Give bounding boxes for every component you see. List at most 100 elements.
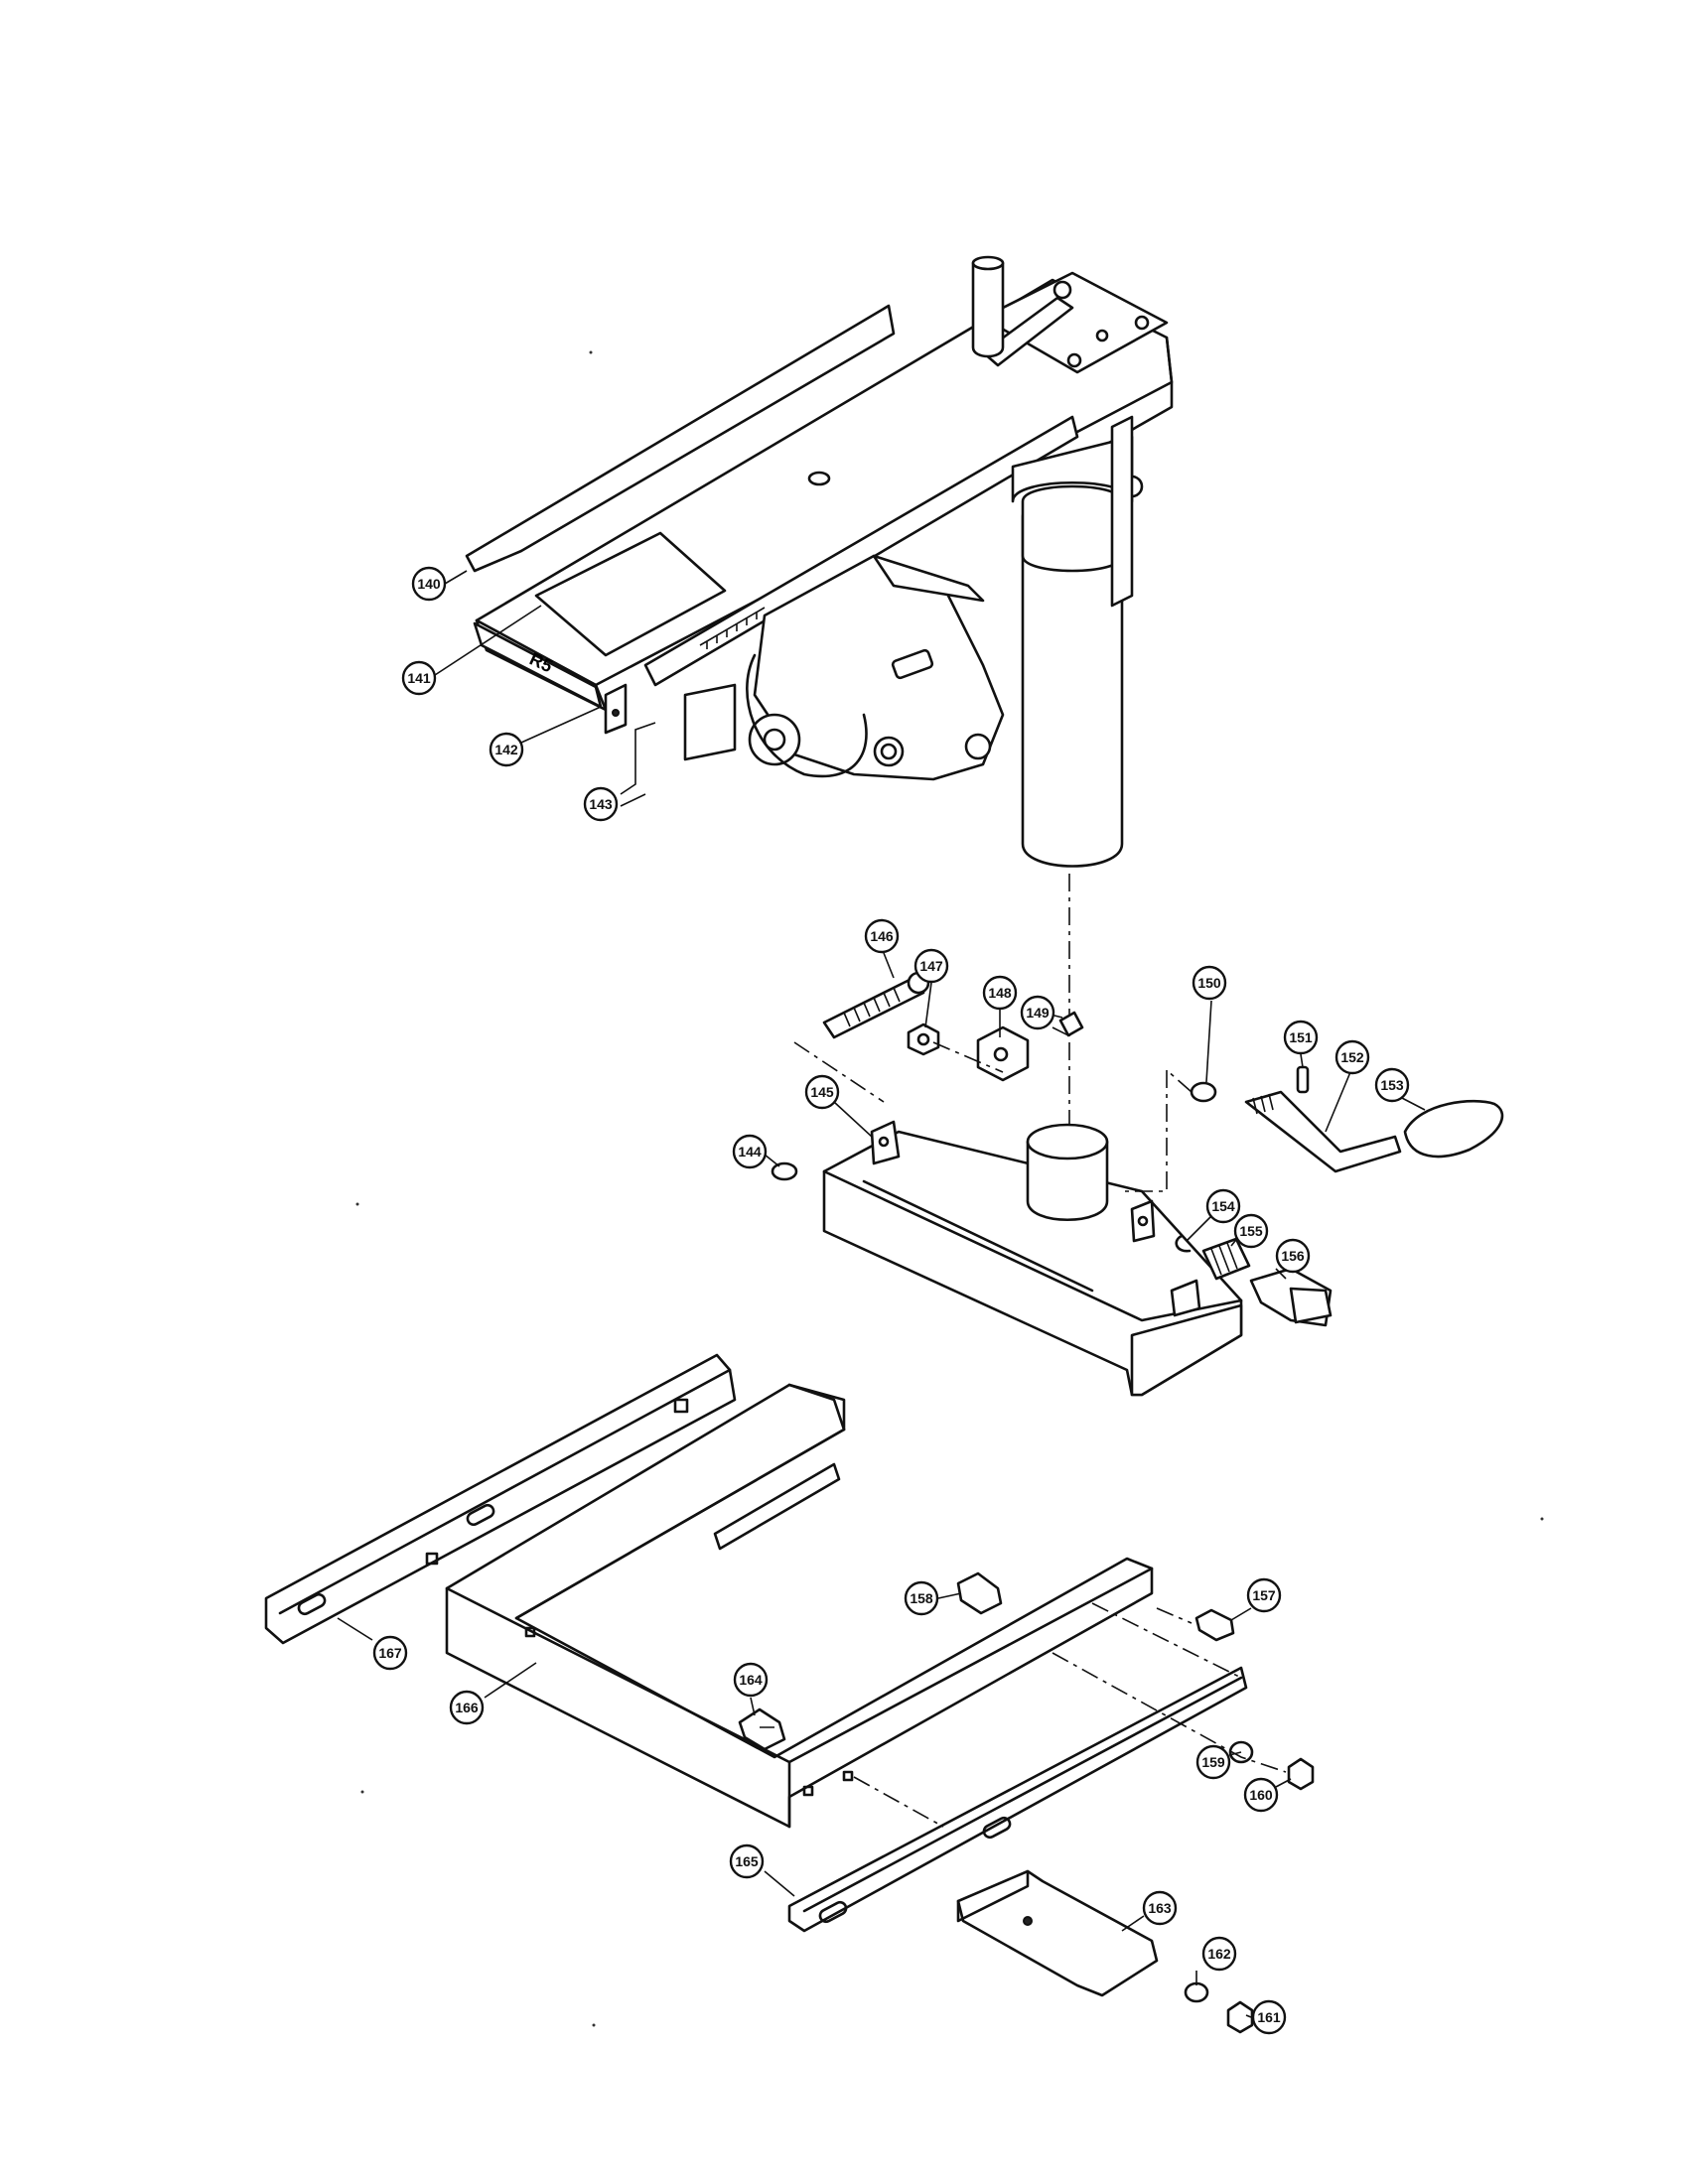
carriage-side-knob — [964, 733, 992, 760]
callout-143: 143 — [583, 786, 619, 822]
column-base-rib — [862, 1179, 1094, 1293]
svg-text:167: 167 — [378, 1645, 402, 1661]
svg-text:166: 166 — [455, 1700, 479, 1715]
base-ear-right-hole — [1137, 1215, 1149, 1227]
base-frame-assembly — [264, 1353, 1315, 2034]
u-frame-back — [787, 1383, 846, 1432]
u-frame-inner — [445, 1428, 1154, 1829]
screw-149 — [1058, 1011, 1084, 1037]
callout-153: 153 — [1374, 1067, 1410, 1103]
callout-156: 156 — [1275, 1238, 1311, 1274]
callout-144: 144 — [732, 1134, 768, 1169]
carriage-bracket — [872, 554, 985, 603]
svg-text:159: 159 — [1201, 1754, 1225, 1770]
svg-text:162: 162 — [1207, 1946, 1231, 1962]
top-plate-bolt-1 — [1052, 280, 1072, 300]
crank-rod-thread — [1252, 1093, 1274, 1115]
callout-141: 141 — [401, 660, 437, 696]
svg-text:147: 147 — [919, 958, 943, 974]
hex-nut-147 — [907, 1023, 940, 1056]
nut-161 — [1226, 2000, 1254, 2034]
left-rail-edge — [278, 1368, 732, 1615]
front-rail — [787, 1666, 1248, 1933]
svg-text:163: 163 — [1148, 1900, 1172, 1916]
column-base-top — [822, 1169, 1243, 1322]
svg-text:153: 153 — [1380, 1077, 1404, 1093]
callout-148: 148 — [982, 975, 1018, 1011]
elevation-crank-handle — [971, 261, 1005, 358]
svg-text:145: 145 — [810, 1084, 834, 1100]
callout-158: 158 — [904, 1580, 939, 1616]
arm-top-hole — [807, 471, 831, 486]
bolt-164 — [738, 1707, 786, 1751]
callout-160: 160 — [1243, 1777, 1279, 1813]
callout-167: 167 — [372, 1635, 408, 1671]
spring-155-coils — [1210, 1242, 1238, 1276]
left-rail-slot-1 — [297, 1592, 327, 1616]
front-rail-edge — [802, 1676, 1243, 1913]
pin-151 — [1296, 1065, 1310, 1094]
svg-text:164: 164 — [739, 1672, 763, 1688]
svg-text:158: 158 — [910, 1590, 933, 1606]
bevel-lock-knob — [748, 713, 801, 766]
u-frame-hole-2 — [802, 1785, 814, 1797]
base-ear-left-hole — [878, 1136, 890, 1148]
left-rail-hole-2 — [425, 1552, 439, 1566]
left-rail — [264, 1353, 737, 1645]
callout-145: 145 — [804, 1074, 840, 1110]
yoke-handle — [683, 683, 737, 761]
svg-text:146: 146 — [870, 928, 894, 944]
scan-specks — [355, 350, 1544, 2027]
washer-162 — [1184, 1981, 1209, 2003]
svg-text:165: 165 — [735, 1853, 759, 1869]
radial-arm-side — [1100, 336, 1174, 449]
bolt-157 — [1194, 1608, 1235, 1642]
retaining-clip — [1175, 1234, 1192, 1253]
arm-scale-strip — [643, 415, 1079, 687]
svg-text:149: 149 — [1026, 1005, 1050, 1021]
front-rail-slot-2 — [982, 1816, 1012, 1840]
mount-plate — [956, 1869, 1159, 1997]
callout-152: 152 — [1334, 1039, 1370, 1075]
callout-147: 147 — [913, 948, 949, 984]
column-base-foot — [1130, 1303, 1243, 1397]
column-collar — [1021, 484, 1124, 573]
base-ear-front — [1170, 1279, 1201, 1317]
callout-165: 165 — [729, 1843, 765, 1879]
callout-163: 163 — [1142, 1890, 1178, 1926]
callout-159: 159 — [1195, 1744, 1231, 1780]
svg-text:143: 143 — [589, 796, 613, 812]
bolt-158 — [956, 1571, 1003, 1615]
lock-bracket — [976, 1025, 1030, 1082]
column-socket-top — [1026, 1123, 1109, 1160]
yoke-curve — [746, 653, 868, 778]
callout-142: 142 — [489, 732, 524, 767]
carriage-knob-inner — [880, 743, 898, 760]
callout-150: 150 — [1192, 965, 1227, 1001]
column-base-assembly — [771, 971, 1504, 1397]
crank-rod — [1244, 1090, 1402, 1173]
svg-text:148: 148 — [988, 985, 1012, 1001]
radial-arm-assembly: R5 — [465, 255, 1174, 868]
svg-text:151: 151 — [1289, 1029, 1313, 1045]
left-rail-slot-2 — [466, 1503, 495, 1527]
callout-140: 140 — [411, 566, 447, 602]
bevel-lock-knob-inner — [763, 728, 786, 751]
callout-155: 155 — [1233, 1213, 1269, 1249]
arm-trim-strip — [465, 304, 896, 573]
column-top-plate — [981, 271, 1169, 374]
svg-text:157: 157 — [1252, 1587, 1276, 1603]
elevation-crank-arm — [981, 296, 1074, 367]
scale-ticks — [699, 607, 766, 649]
front-rail-slot-1 — [818, 1900, 848, 1924]
nut-160 — [1287, 1757, 1315, 1791]
leader-lines — [337, 570, 1426, 2018]
callout-149: 149 — [1020, 995, 1055, 1030]
hex-nut-147-hole — [916, 1032, 930, 1046]
mount-plate-flange — [956, 1869, 1030, 1923]
column-rack — [1110, 415, 1134, 608]
callout-166: 166 — [449, 1690, 485, 1725]
top-plate-bolt-3 — [1066, 352, 1082, 368]
svg-text:155: 155 — [1239, 1223, 1263, 1239]
